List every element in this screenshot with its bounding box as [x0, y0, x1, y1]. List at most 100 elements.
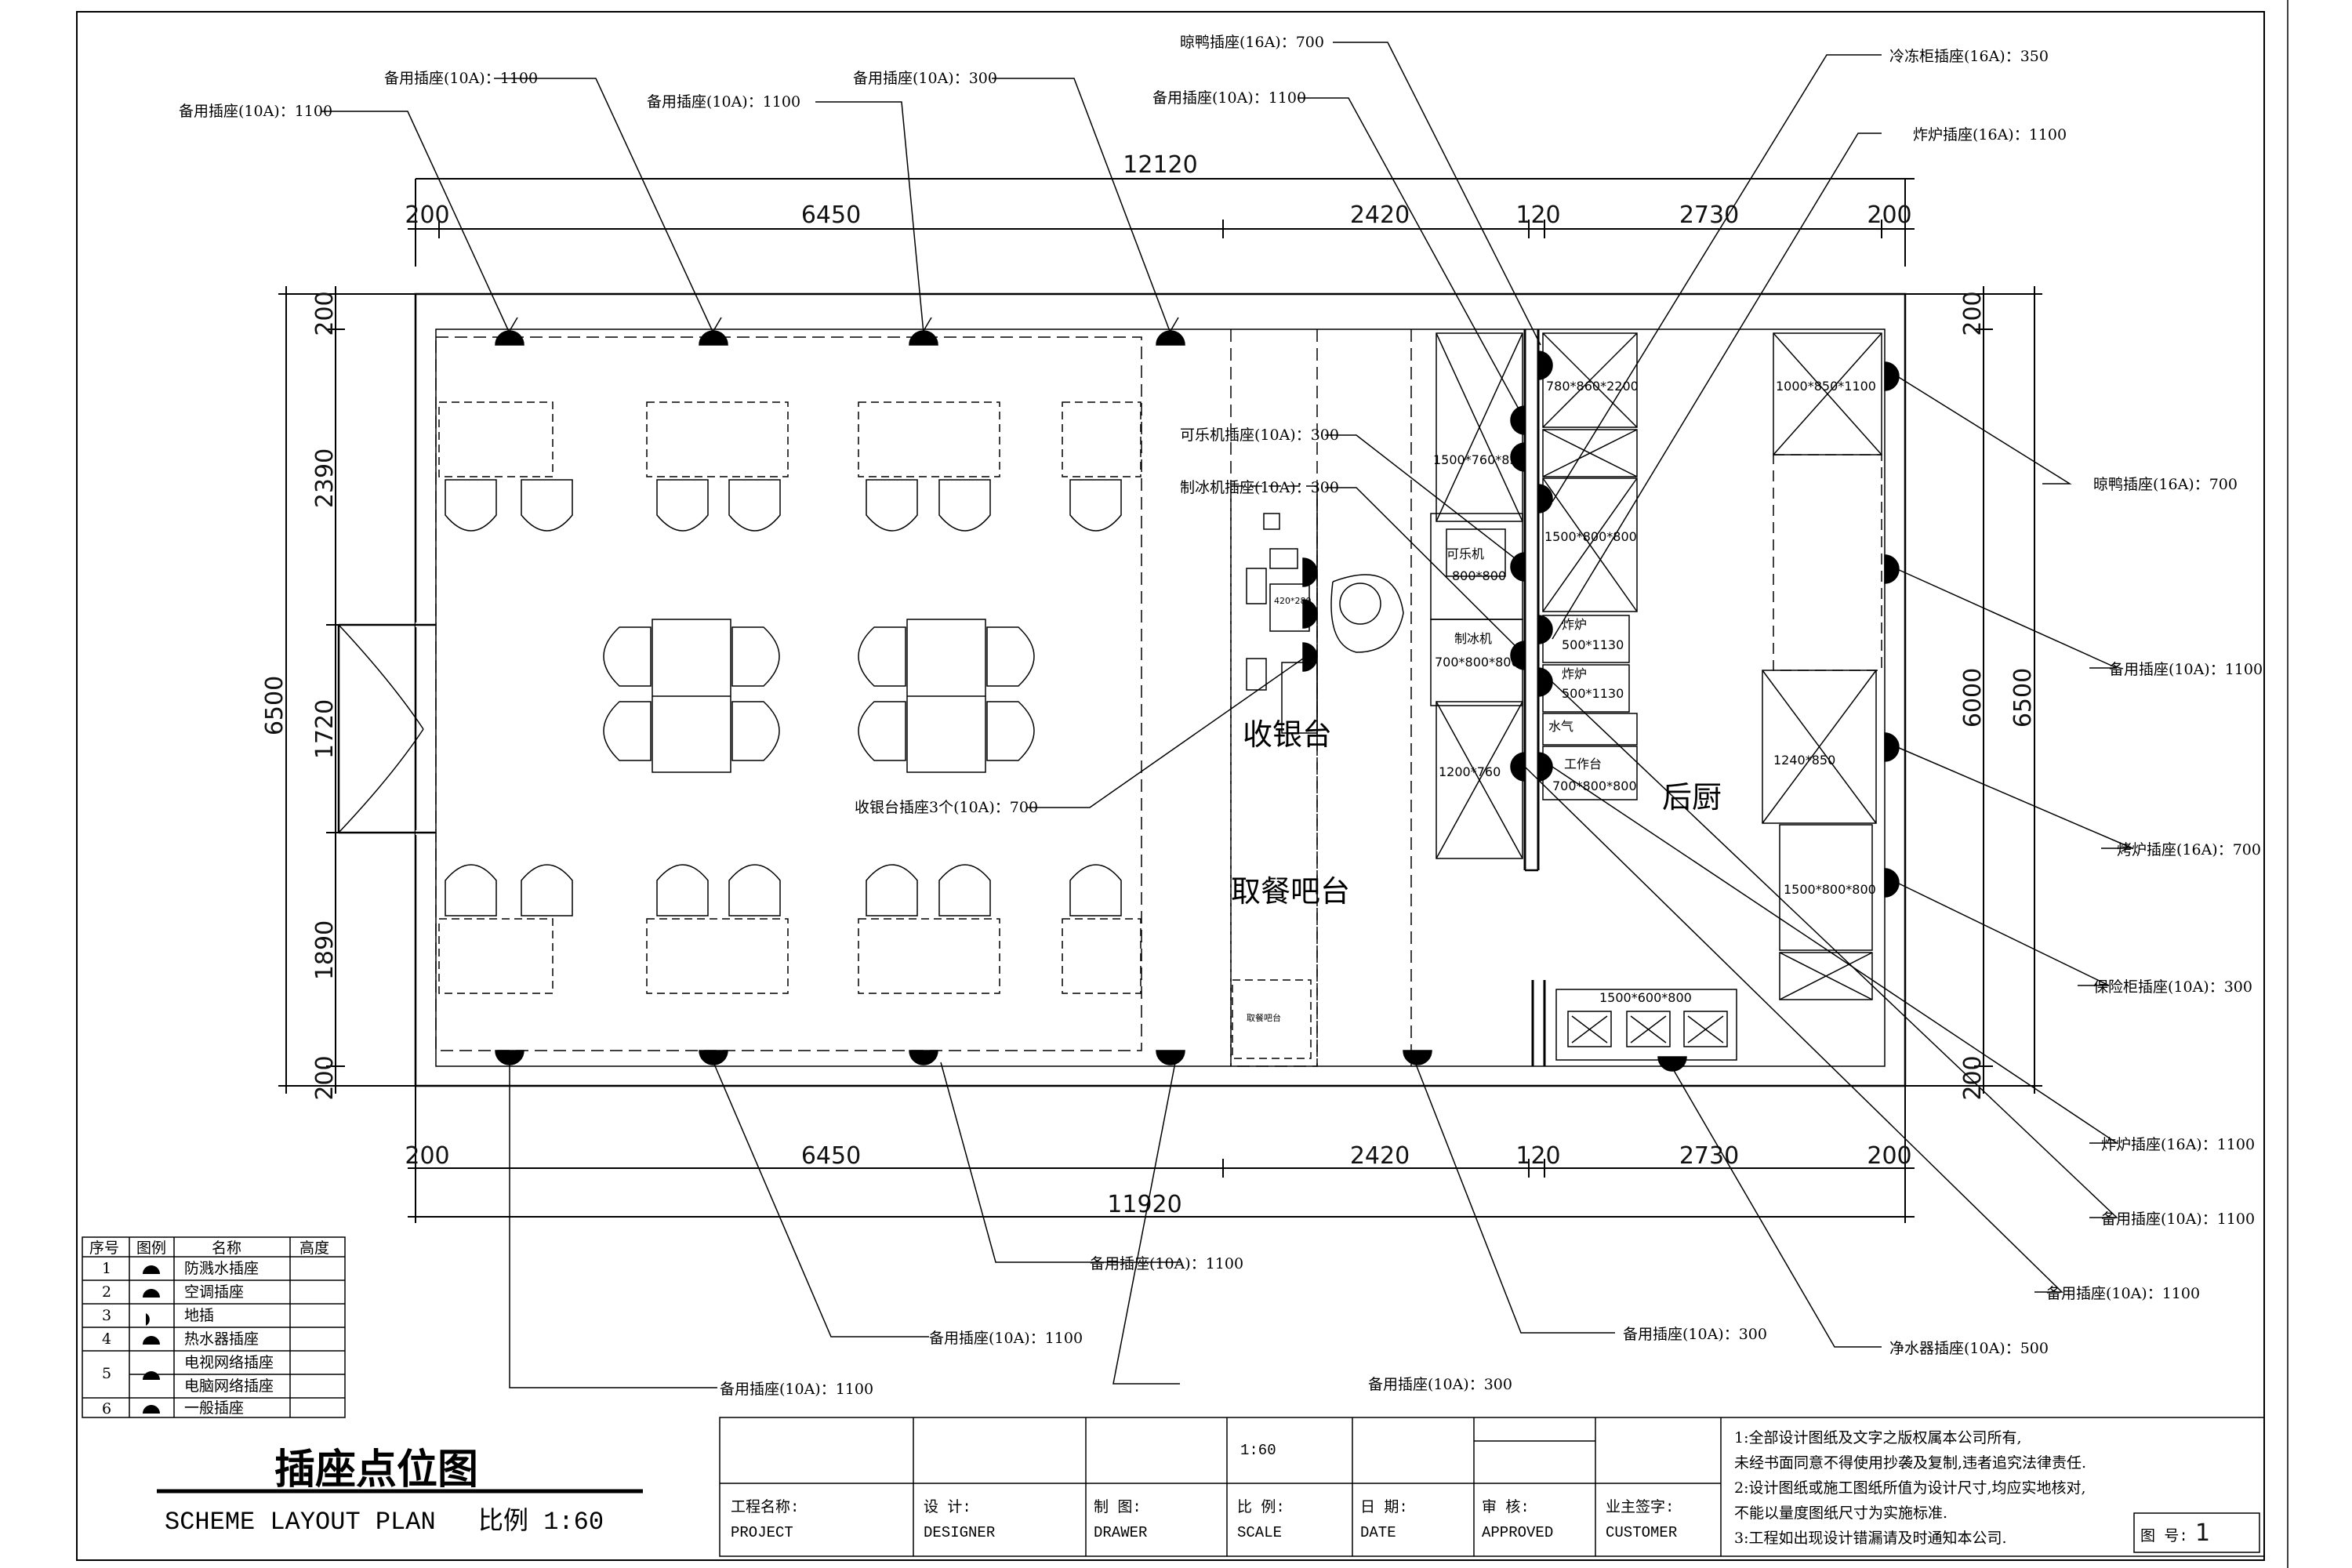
field-project-cn: 工程名称:	[731, 1498, 799, 1516]
callout-top-right-3: 冷冻柜插座(16A)：350	[1889, 48, 2049, 65]
field-approved-en: APPROVED	[1482, 1524, 1553, 1541]
dim-bottom-seg-6: 200	[1867, 1142, 1911, 1170]
callout-leaders	[321, 42, 2133, 1388]
note-line-3: 2:设计图纸或施工图纸所值为设计尺寸,均应实地核对,	[1734, 1479, 2086, 1497]
cashier-fixture-label: 420*280	[1274, 596, 1312, 606]
equipment-size-2: 1500*760*850	[1433, 452, 1526, 467]
equipment-name-5: 制冰机	[1454, 631, 1492, 646]
room-label-cashier: 收银台	[1243, 717, 1332, 752]
dim-bottom-seg-4: 120	[1515, 1142, 1560, 1170]
drawing-title: 插座点位图	[274, 1446, 478, 1494]
field-designer-cn: 设 计:	[924, 1498, 971, 1516]
equipment-size-9: 700*800*800	[1552, 779, 1637, 793]
equipment-size-5: 700*800*800	[1435, 655, 1519, 670]
field-customer-en: CUSTOMER	[1606, 1524, 1677, 1541]
equipment-size-3: 1500*800*800	[1544, 529, 1637, 544]
room-label-pickup-bar: 取餐吧台	[1231, 874, 1350, 909]
cashier-fixtures	[1246, 486, 1404, 745]
field-drawer-en: DRAWER	[1094, 1524, 1147, 1541]
dim-right-seg-2: 6000	[1959, 668, 1987, 728]
legend-table	[82, 1236, 346, 1418]
field-approved-cn: 审 核:	[1482, 1498, 1530, 1516]
legend-row-4-no: 4	[102, 1330, 111, 1348]
equipment-size-1: 780*860*2200	[1546, 379, 1639, 394]
callout-top-right-4: 炸炉插座(16A)：1100	[1913, 126, 2067, 143]
callout-top-left-3: 备用插座(10A)：1100	[647, 93, 800, 111]
drawing-number-label: 图 号:	[2140, 1528, 2188, 1545]
legend-header-height: 高度	[299, 1240, 329, 1257]
dim-top-seg-5: 2730	[1679, 201, 1739, 229]
drawing-scale-label: 比例 1:60	[478, 1507, 604, 1537]
callout-bottom-2: 备用插座(10A)：1100	[929, 1330, 1083, 1347]
callout-right-1: 晾鸭插座(16A)：700	[2093, 476, 2238, 493]
dim-bottom-seg-5: 2730	[1679, 1142, 1739, 1170]
drawing-number: 1	[2195, 1519, 2210, 1547]
dim-top-seg-4: 120	[1515, 201, 1560, 229]
callout-top-left-2: 备用插座(10A)：1100	[384, 70, 538, 87]
legend-row-5b-name: 电脑网络插座	[184, 1377, 274, 1395]
dim-bottom-total: 11920	[1107, 1191, 1181, 1218]
dim-left-seg-1: 200	[311, 291, 339, 336]
dim-top-total: 12120	[1123, 151, 1197, 179]
dining-furniture	[438, 401, 1142, 994]
callout-middle-2: 制冰机插座(10A)：300	[1180, 479, 1339, 496]
equipment-name-9: 工作台	[1564, 757, 1602, 771]
dim-bottom-seg-1: 200	[405, 1142, 449, 1170]
legend-header-symbol: 图例	[136, 1240, 166, 1257]
legend-row-4-name: 热水器插座	[184, 1330, 259, 1348]
dim-left-total: 6500	[261, 676, 289, 735]
callout-right-4: 保险柜插座(10A)：300	[2093, 978, 2252, 996]
note-line-1: 1:全部设计图纸及文字之版权属本公司所有,	[1734, 1429, 2022, 1446]
callout-top-right-1: 晾鸭插座(16A)：700	[1180, 34, 1324, 51]
title-block-scale-value: 1:60	[1240, 1442, 1276, 1459]
field-date-en: DATE	[1360, 1524, 1396, 1541]
callout-bottom-5: 备用插座(10A)：300	[1623, 1326, 1767, 1343]
dim-top-seg-3: 2420	[1350, 201, 1410, 229]
callout-right-6: 备用插座(10A)：1100	[2101, 1210, 2255, 1228]
legend-row-1-no: 1	[102, 1260, 111, 1277]
room-label-kitchen: 后厨	[1662, 780, 1722, 815]
right-dimensions	[1905, 286, 2042, 1094]
legend-row-5-name: 电视网络插座	[184, 1354, 274, 1371]
equipment-size-6: 500*1130	[1562, 637, 1624, 652]
callout-bottom-4: 备用插座(10A)：300	[1368, 1376, 1512, 1393]
equipment-name-4: 可乐机	[1446, 546, 1484, 561]
callout-middle-3: 收银台插座3个(10A)：700	[855, 799, 1038, 816]
note-line-2: 未经书面同意不得使用抄袭及复制,违者追究法律责任.	[1734, 1454, 2086, 1472]
legend-row-6-no: 6	[102, 1400, 111, 1417]
kitchen-equipment	[1430, 332, 1882, 1061]
pickup-bar-box-label: 取餐吧台	[1247, 1012, 1281, 1023]
legend-row-3-name: 地插	[184, 1307, 214, 1324]
field-date-cn: 日 期:	[1360, 1498, 1408, 1516]
dim-left-seg-2: 2390	[311, 448, 339, 508]
legend-header-no: 序号	[89, 1240, 119, 1257]
callout-bottom-1: 备用插座(10A)：1100	[1090, 1255, 1243, 1272]
callout-top-left-4: 备用插座(10A)：300	[853, 70, 997, 87]
callout-top-left-1: 备用插座(10A)：1100	[179, 103, 332, 120]
dim-top-seg-6: 200	[1867, 201, 1911, 229]
dim-bottom-seg-2: 6450	[801, 1142, 861, 1170]
field-drawer-cn: 制 图:	[1094, 1498, 1142, 1516]
field-customer-cn: 业主签字:	[1606, 1498, 1674, 1516]
callout-bottom-6: 净水器插座(10A)：500	[1889, 1340, 2049, 1357]
dim-top-seg-1: 200	[405, 201, 449, 229]
legend-row-2-no: 2	[102, 1283, 111, 1301]
pickup-bar-box	[1232, 979, 1312, 1059]
equipment-size-7: 500*1130	[1562, 686, 1624, 701]
callout-right-2: 备用插座(10A)：1100	[2109, 661, 2263, 678]
callout-top-right-2: 备用插座(10A)：1100	[1152, 89, 1306, 107]
equipment-size-14: 1500*600*800	[1599, 990, 1692, 1005]
legend-row-5-no: 5	[102, 1365, 111, 1382]
equipment-size-11: 1000*850*1100	[1776, 379, 1876, 394]
field-designer-en: DESIGNER	[924, 1524, 995, 1541]
callout-right-5: 炸炉插座(16A)：1100	[2101, 1136, 2255, 1153]
note-line-4: 不能以量度图纸尺寸为实施标准.	[1734, 1504, 1947, 1522]
dim-left-seg-4: 1890	[311, 920, 339, 980]
dim-left-seg-5: 200	[311, 1055, 339, 1100]
note-line-5: 3:工程如出现设计错漏请及时通知本公司.	[1734, 1530, 2007, 1547]
callout-right-3: 烤炉插座(16A)：700	[2117, 841, 2261, 858]
field-scale-en: SCALE	[1237, 1524, 1282, 1541]
equipment-size-10: 1200*760	[1439, 764, 1501, 779]
dim-right-seg-1: 200	[1959, 291, 1987, 336]
equipment-name-6: 炸炉	[1562, 617, 1587, 632]
